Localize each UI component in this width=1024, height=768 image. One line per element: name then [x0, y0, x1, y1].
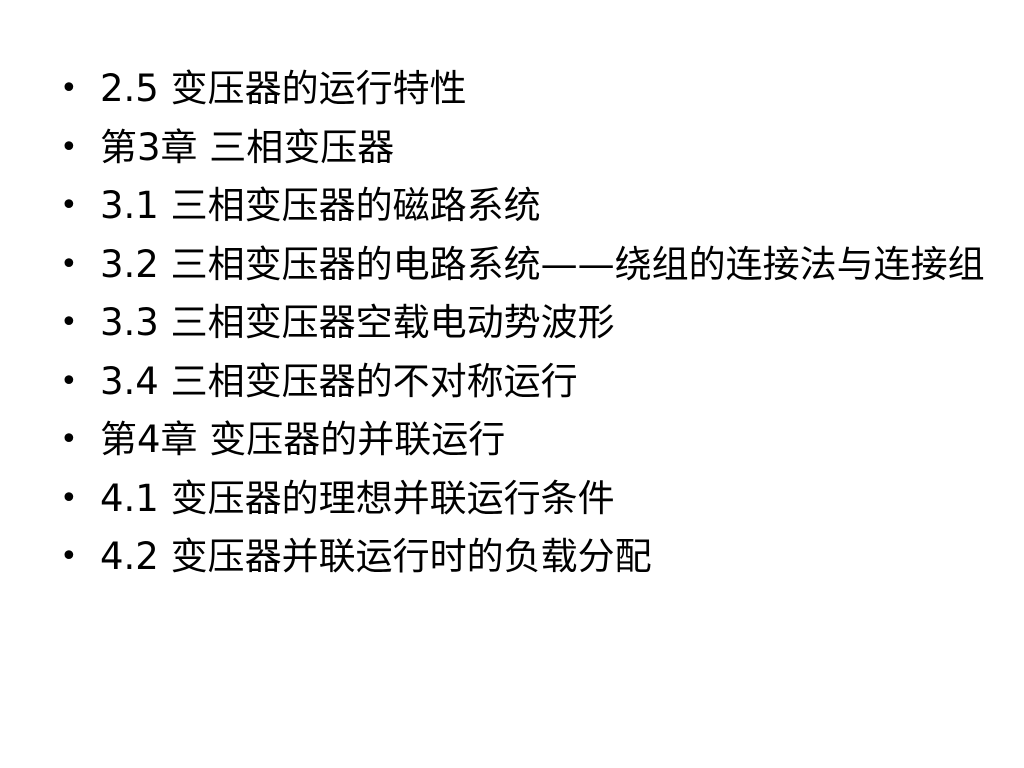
- bullet-point-icon: •: [60, 480, 78, 516]
- bullet-item-chapter-3: • 第3章 三相变压器: [58, 126, 988, 170]
- bullet-point-icon: •: [60, 305, 78, 340]
- bullet-item-chapter-4: • 第4章 变压器的并联运行: [58, 418, 988, 462]
- bullet-text: 3.4 三相变压器的不对称运行: [100, 359, 578, 403]
- bullet-text: 3.1 三相变压器的磁路系统: [100, 184, 541, 227]
- bullet-point-icon: •: [60, 422, 78, 457]
- bullet-item-3-1: • 3.1 三相变压器的磁路系统: [58, 184, 988, 228]
- bullet-text: 2.5 变压器的运行特性: [100, 67, 467, 110]
- bullet-text: 第4章 变压器的并联运行: [100, 418, 506, 461]
- bullet-text: 4.2 变压器并联运行时的负载分配: [100, 535, 652, 578]
- bullet-point-icon: •: [60, 188, 78, 223]
- bullet-text: 3.3 三相变压器空载电动势波形: [100, 301, 615, 344]
- bullet-item-4-1: • 4.1 变压器的理想并联运行条件: [58, 477, 988, 521]
- bullet-item-2-5: • 2.5 变压器的运行特性: [58, 67, 988, 111]
- bullet-item-3-4: • 3.4 三相变压器的不对称运行: [58, 360, 988, 404]
- bullet-list: • 2.5 变压器的运行特性 • 第3章 三相变压器 • 3.1 三相变压器的磁…: [58, 67, 988, 594]
- bullet-item-3-2: • 3.2 三相变压器的电路系统——绕组的连接法与连接组: [58, 243, 988, 287]
- bullet-point-icon: •: [60, 539, 78, 574]
- bullet-item-4-2: • 4.2 变压器并联运行时的负载分配: [58, 535, 988, 579]
- bullet-text: 4.1 变压器的理想并联运行条件: [100, 476, 615, 520]
- bullet-point-icon: •: [60, 246, 78, 282]
- bullet-point-icon: •: [60, 363, 78, 399]
- bullet-text: 3.2 三相变压器的电路系统——绕组的连接法与连接组: [100, 242, 985, 286]
- bullet-text: 第3章 三相变压器: [100, 125, 395, 169]
- bullet-item-3-3: • 3.3 三相变压器空载电动势波形: [58, 301, 988, 345]
- bullet-point-icon: •: [60, 129, 78, 165]
- bullet-point-icon: •: [60, 71, 78, 106]
